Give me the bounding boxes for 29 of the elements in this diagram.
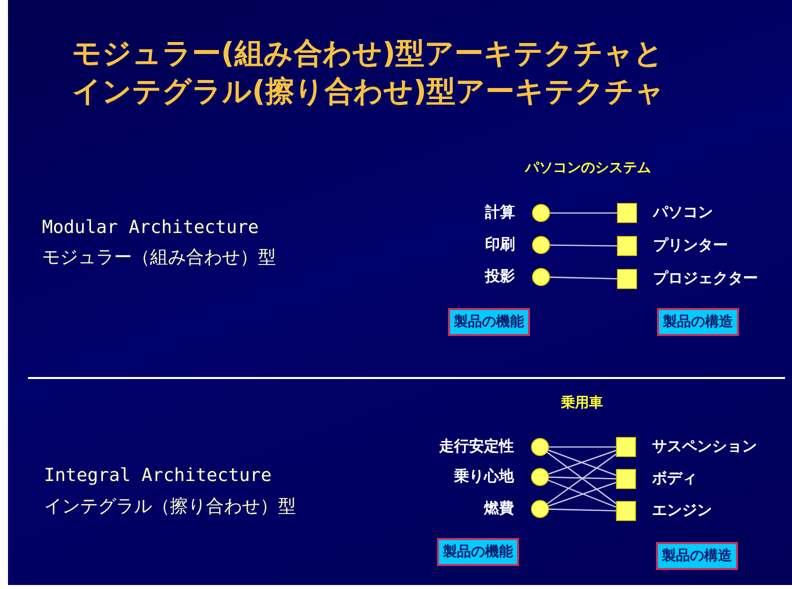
connector-line	[550, 212, 617, 214]
connector-line	[548, 476, 616, 480]
function-label: 燃費	[484, 499, 514, 518]
function-label: 投影	[485, 267, 515, 286]
component-label: プリンター	[653, 236, 728, 255]
category-box: 製品の機能	[437, 538, 519, 566]
component-label: エンジン	[652, 501, 712, 520]
category-box: 製品の構造	[656, 542, 738, 570]
slide-title: モジュラー(組み合わせ)型アーキテクチャとインテグラル(擦り合わせ)型アーキテクチャ	[72, 35, 666, 110]
function-label: 計算	[485, 203, 515, 222]
function-label: 走行安定性	[439, 437, 514, 456]
connector-line	[548, 508, 616, 512]
category-box: 製品の機能	[448, 308, 530, 336]
function-label: 印刷	[485, 235, 515, 254]
connector-line	[550, 276, 618, 280]
architecture-label: Integral Architecture	[44, 465, 272, 486]
architecture-label: Modular Architecture	[42, 217, 259, 238]
component-label: ボディ	[652, 469, 697, 488]
component-label: サスペンション	[652, 437, 757, 456]
component-label: パソコン	[653, 203, 713, 222]
architecture-label: インテグラル（擦り合わせ）型	[44, 495, 296, 518]
architecture-label: モジュラー（組み合わせ）型	[42, 246, 276, 269]
category-box: 製品の構造	[657, 308, 739, 336]
section-heading: パソコンのシステム	[525, 159, 651, 177]
component-label: プロジェクター	[653, 269, 758, 288]
connector-line	[550, 244, 617, 247]
function-label: 乗り心地	[454, 467, 514, 486]
connector-line	[549, 446, 616, 448]
section-heading: 乗用車	[561, 394, 603, 412]
